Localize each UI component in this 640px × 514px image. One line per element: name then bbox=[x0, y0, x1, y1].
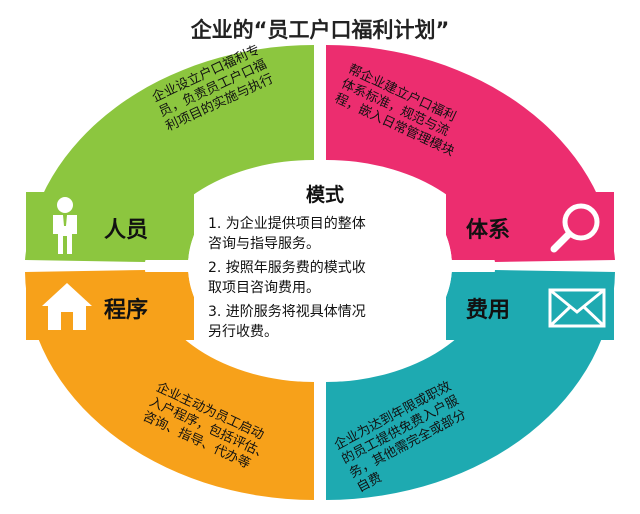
center-list: 1. 为企业提供项目的整体 咨询与指导服务。 2. 按照年服务费的模式收 取项目… bbox=[208, 214, 448, 346]
person-icon bbox=[53, 197, 77, 254]
tab-fee-label: 费用 bbox=[466, 298, 511, 323]
center-heading: 模式 bbox=[305, 184, 344, 206]
center-item-1: 1. 为企业提供项目的整体 咨询与指导服务。 bbox=[208, 216, 366, 252]
diagram-title: 企业的“员工户口福利计划” bbox=[190, 18, 450, 42]
mail-icon bbox=[548, 288, 606, 328]
home-icon bbox=[42, 283, 92, 330]
center-panel: 模式 1. 为企业提供项目的整体 咨询与指导服务。 2. 按照年服务费的模式收 … bbox=[198, 180, 452, 340]
tab-system-label: 体系 bbox=[466, 218, 511, 243]
tab-people-label: 人员 bbox=[104, 218, 149, 243]
tab-system-bg bbox=[446, 192, 614, 260]
center-item-3: 3. 进阶服务将视具体情况 另行收费。 bbox=[208, 304, 366, 340]
center-item-2: 2. 按照年服务费的模式收 取项目咨询费用。 bbox=[208, 260, 366, 296]
search-icon bbox=[550, 203, 600, 253]
tab-process-label: 程序 bbox=[104, 298, 149, 323]
